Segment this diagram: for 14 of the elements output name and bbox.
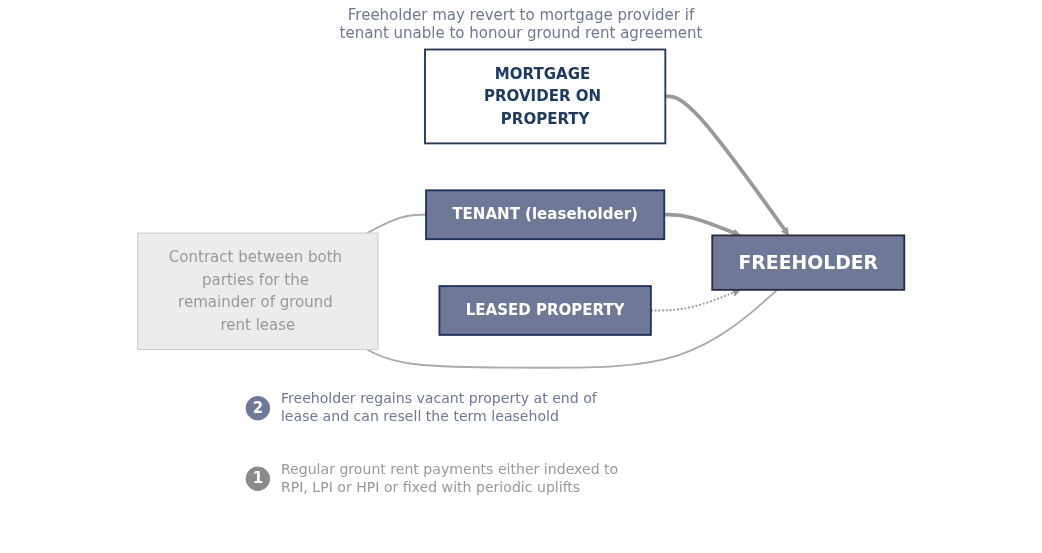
node-box: Contract between both parties for the remainder of ground rent lease (137, 232, 379, 350)
connector (366, 288, 779, 369)
node-circle: 2 (245, 395, 271, 421)
callout-text: Regular grount rent payments either indexed to RPI, LPI or HPI or fixed with periodic uplifts (280, 461, 619, 497)
callout-text: Freeholder regains vacant property at end of lease and can resell the term leasehold (280, 390, 598, 426)
note-text: Freeholder may revert to mortgage provider if tenant unable to honour ground rent agreement (338, 6, 704, 42)
connector (366, 213, 427, 234)
node-circle: 1 (245, 466, 271, 492)
node-box: LEASED PROPERTY (438, 285, 652, 336)
arrow (665, 94, 790, 236)
node-box: TENANT (leaseholder) (425, 189, 666, 241)
node-box: MORTGAGE PROVIDER ON PROPERTY (424, 48, 667, 145)
node-box: FREEHOLDER (711, 234, 906, 291)
arrow (664, 212, 741, 237)
